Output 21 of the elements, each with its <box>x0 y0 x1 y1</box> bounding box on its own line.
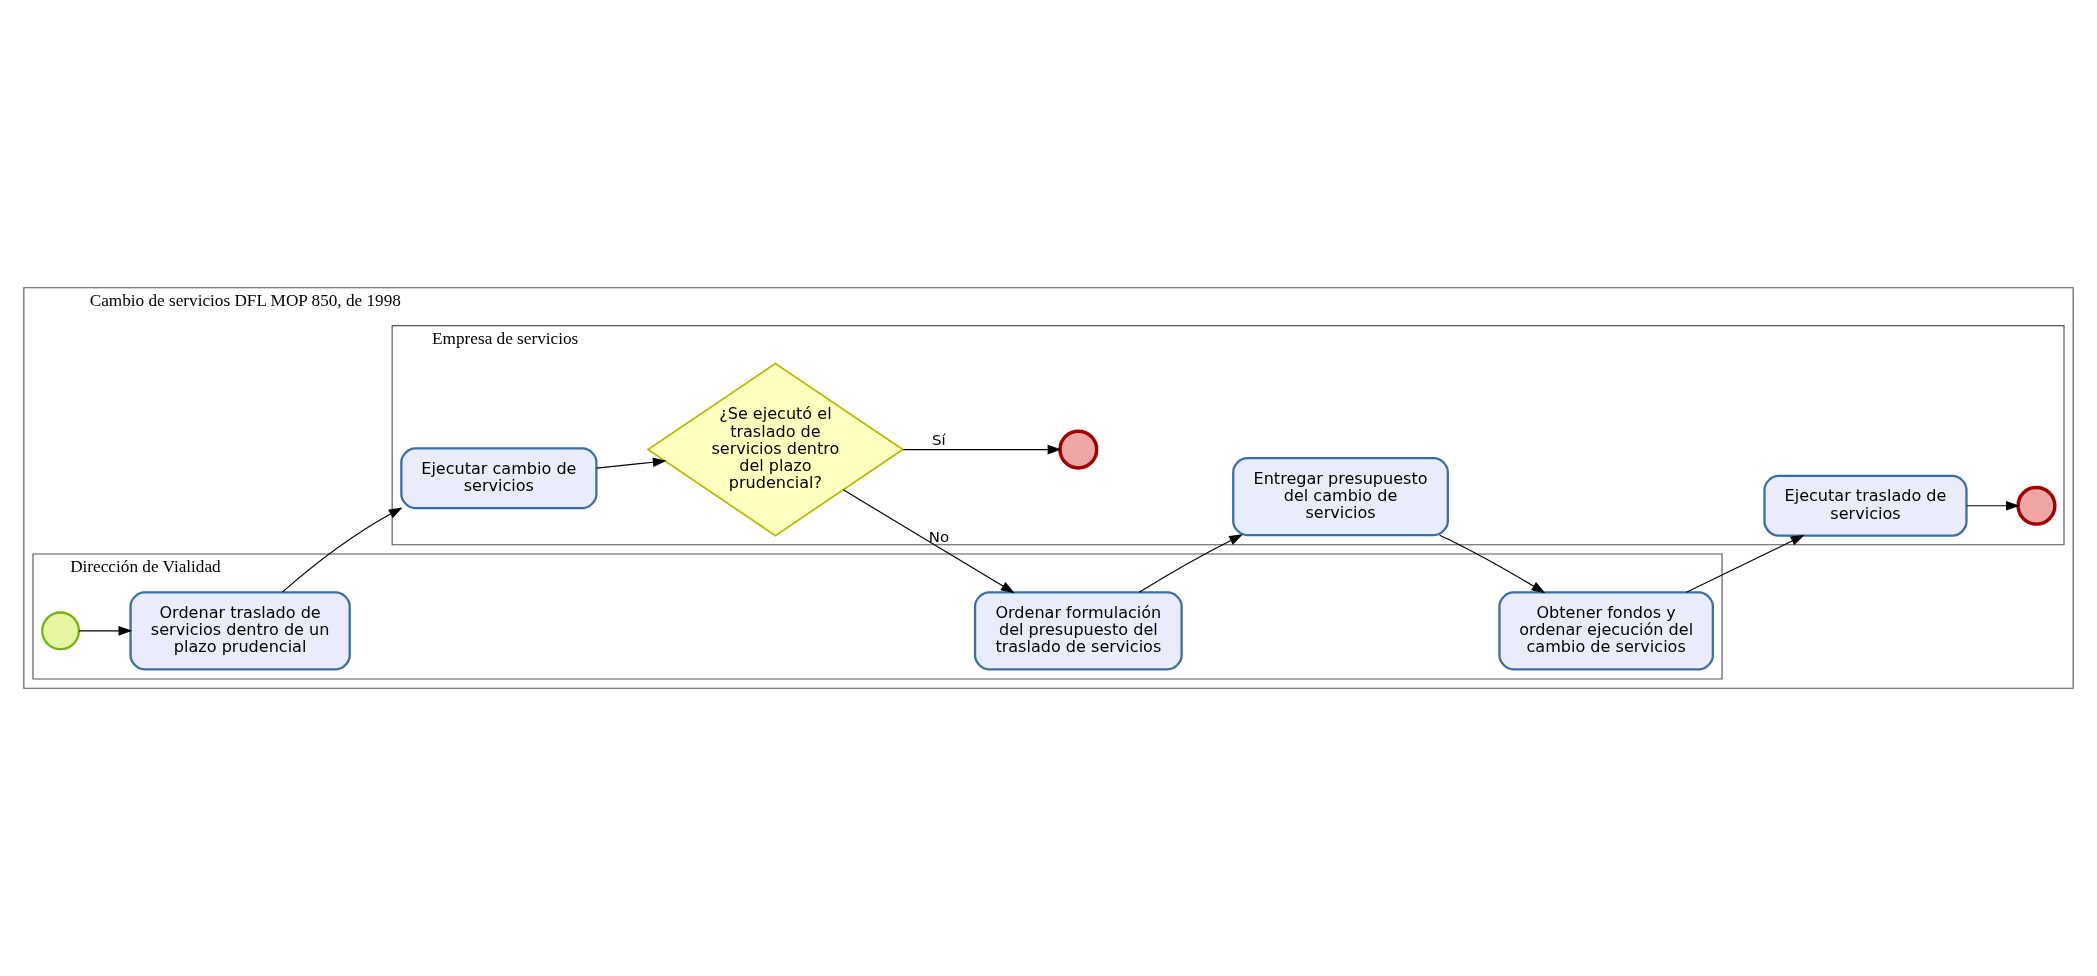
node-circle <box>2016 485 2057 526</box>
arrow <box>1966 500 2020 511</box>
arrow <box>1685 534 1805 593</box>
node-diamond: ¿Se ejecutó el traslado de servicios dentro del plazo prudencial? <box>646 362 905 537</box>
arrow <box>1439 534 1546 594</box>
arrow <box>596 457 667 469</box>
edge-label: No <box>928 527 950 546</box>
node-box: Ejecutar traslado de servicios <box>1763 474 1968 537</box>
node-box: Entregar presupuesto del cambio de servicios <box>1232 457 1449 537</box>
node-box: Ejecutar cambio de servicios <box>400 447 598 510</box>
arrow <box>78 626 133 636</box>
edge-label: Sí <box>932 431 946 450</box>
node-circle <box>41 611 81 651</box>
node-box: Ordenar formulación del presupuesto del traslado de servicios <box>973 591 1183 671</box>
node-circle <box>1058 429 1099 470</box>
arrow <box>902 444 1062 455</box>
arrow <box>1138 534 1243 593</box>
arrow <box>842 489 1015 594</box>
node-box: Obtener fondos y ordenar ejecución del cambio de servicios <box>1498 591 1715 671</box>
node-box: Ordenar traslado de servicios dentro de un plazo prudencial <box>129 591 351 671</box>
arrow <box>281 507 403 593</box>
